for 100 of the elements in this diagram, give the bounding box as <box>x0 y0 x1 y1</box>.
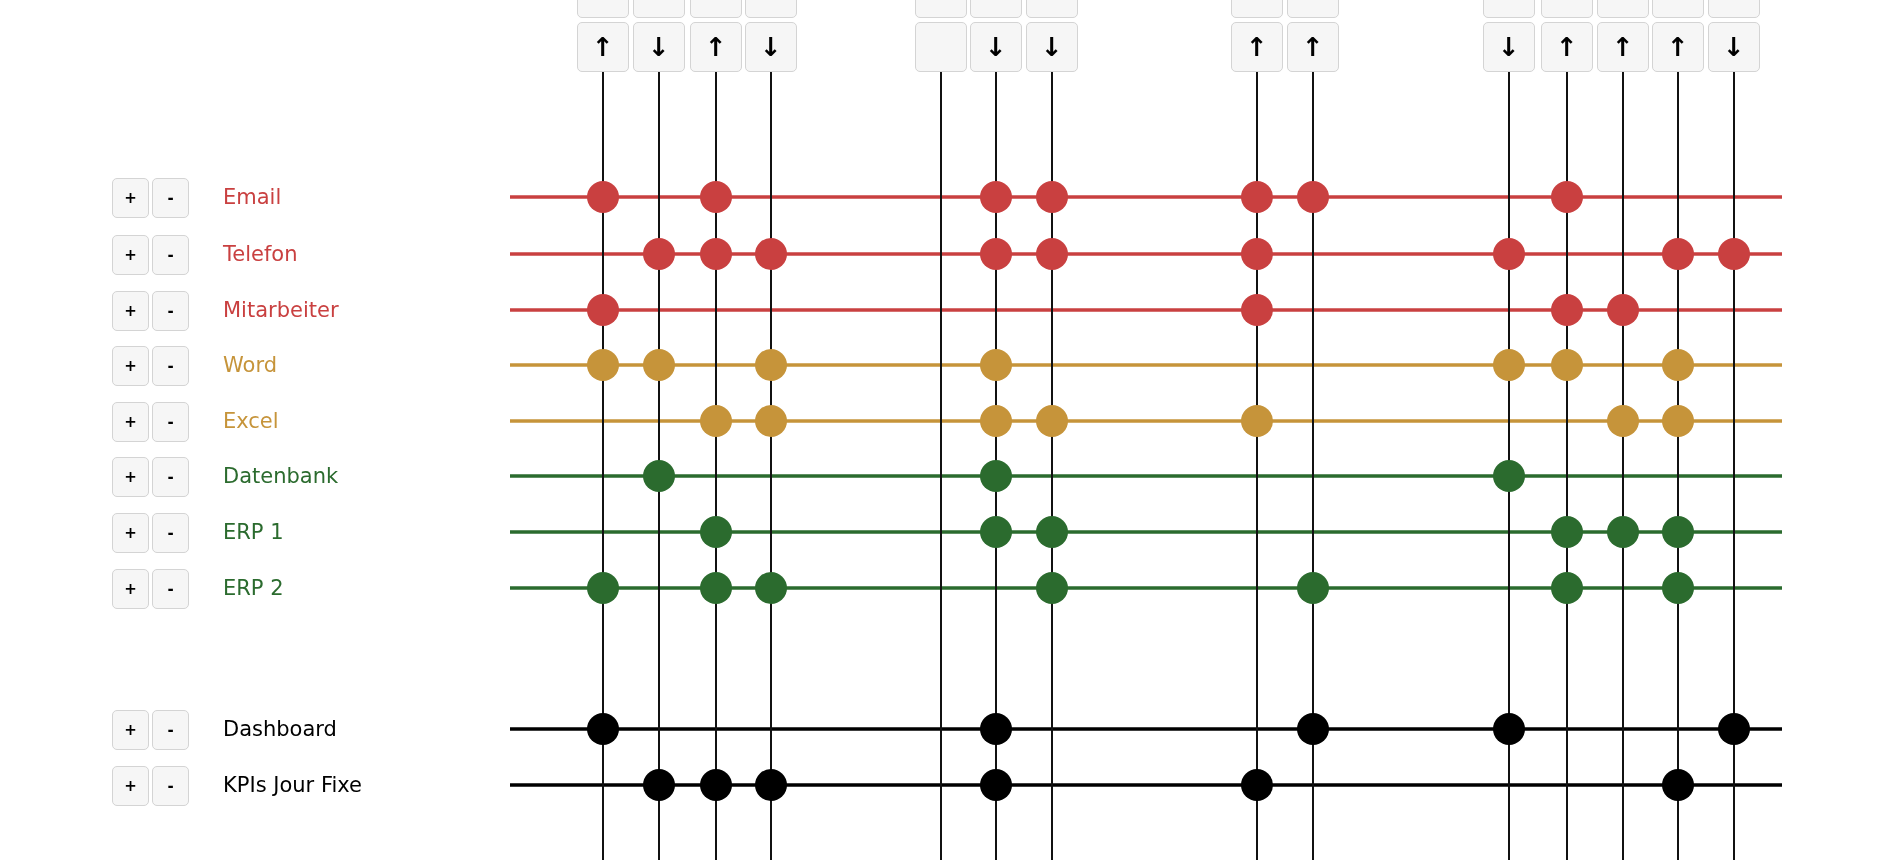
row-label: KPIs Jour Fixe <box>223 772 362 799</box>
header-button <box>633 0 685 18</box>
matrix-dot <box>980 769 1012 801</box>
row-label: Telefon <box>223 241 298 268</box>
column-sort-button: ↓ <box>1483 22 1535 72</box>
header-button <box>1597 0 1649 18</box>
matrix-dot <box>1297 713 1329 745</box>
header-button <box>1231 0 1283 18</box>
matrix-dot <box>1718 238 1750 270</box>
matrix-dot <box>1241 181 1273 213</box>
column-line <box>1622 71 1624 860</box>
header-button <box>970 0 1022 18</box>
matrix-dot <box>1036 572 1068 604</box>
column-sort-button: ↑ <box>1652 22 1704 72</box>
plus-button: + <box>112 710 149 750</box>
column-sort-button: ↓ <box>633 22 685 72</box>
matrix-dot <box>1607 516 1639 548</box>
matrix-dot <box>1551 349 1583 381</box>
matrix-dot <box>1297 572 1329 604</box>
matrix-dot <box>1241 405 1273 437</box>
matrix-dot <box>980 238 1012 270</box>
matrix-dot <box>587 572 619 604</box>
column-sort-button: ↓ <box>1026 22 1078 72</box>
row-label: Datenbank <box>223 463 339 490</box>
matrix-dot <box>1297 181 1329 213</box>
matrix-dot <box>1662 516 1694 548</box>
matrix-dot <box>700 572 732 604</box>
matrix-dot <box>1662 238 1694 270</box>
column-sort-button: ↓ <box>970 22 1022 72</box>
matrix-dot <box>1718 713 1750 745</box>
row-label: ERP 1 <box>223 519 284 546</box>
matrix-dot <box>1241 769 1273 801</box>
matrix-dot <box>755 769 787 801</box>
plus-button: + <box>112 457 149 497</box>
plus-button: + <box>112 402 149 442</box>
matrix-dot <box>755 405 787 437</box>
matrix-dot <box>980 405 1012 437</box>
matrix-dot <box>1551 572 1583 604</box>
matrix-dot <box>1241 294 1273 326</box>
column-sort-button: ↑ <box>1541 22 1593 72</box>
minus-button: - <box>152 569 189 609</box>
minus-button: - <box>152 235 189 275</box>
plus-button: + <box>112 235 149 275</box>
matrix-dot <box>1493 238 1525 270</box>
header-button <box>1708 0 1760 18</box>
column-sort-button: ↓ <box>745 22 797 72</box>
plus-button: + <box>112 513 149 553</box>
minus-button: - <box>152 457 189 497</box>
row-label: Dashboard <box>223 716 337 743</box>
matrix-dot <box>587 349 619 381</box>
matrix-dot <box>1493 349 1525 381</box>
matrix-dot <box>1662 405 1694 437</box>
minus-button: - <box>152 766 189 806</box>
matrix-dot <box>980 349 1012 381</box>
header-button <box>745 0 797 18</box>
header-button <box>1652 0 1704 18</box>
matrix-dot <box>643 769 675 801</box>
header-button <box>690 0 742 18</box>
header-button <box>1483 0 1535 18</box>
header-button <box>915 0 967 18</box>
column-sort-button: ↑ <box>1287 22 1339 72</box>
column-sort-button: ↑ <box>1231 22 1283 72</box>
plus-button: + <box>112 569 149 609</box>
minus-button: - <box>152 710 189 750</box>
minus-button: - <box>152 402 189 442</box>
row-label: ERP 2 <box>223 575 284 602</box>
minus-button: - <box>152 346 189 386</box>
matrix-dot <box>980 181 1012 213</box>
matrix-dot <box>1036 181 1068 213</box>
row-label: Word <box>223 352 277 379</box>
matrix-dot <box>587 713 619 745</box>
matrix-dot <box>1036 238 1068 270</box>
matrix-dot <box>755 572 787 604</box>
matrix-dot <box>1607 405 1639 437</box>
matrix-dot <box>755 349 787 381</box>
column-line <box>940 71 942 860</box>
matrix-dot <box>643 349 675 381</box>
matrix-dot <box>1662 349 1694 381</box>
matrix-dot <box>587 294 619 326</box>
matrix-dot <box>755 238 787 270</box>
matrix-dot <box>587 181 619 213</box>
row-label: Mitarbeiter <box>223 297 339 324</box>
row-label: Email <box>223 184 282 211</box>
matrix-dot <box>1036 516 1068 548</box>
matrix-dot <box>1662 572 1694 604</box>
plus-button: + <box>112 178 149 218</box>
matrix-dot <box>980 713 1012 745</box>
column-sort-button: ↑ <box>577 22 629 72</box>
column-line <box>1312 71 1314 860</box>
row-label: Excel <box>223 408 279 435</box>
minus-button: - <box>152 291 189 331</box>
matrix-dot <box>1551 516 1583 548</box>
header-button <box>1287 0 1339 18</box>
matrix-dot <box>1493 713 1525 745</box>
matrix-dot <box>1662 769 1694 801</box>
minus-button: - <box>152 178 189 218</box>
matrix-dot <box>1036 405 1068 437</box>
column-sort-button: ↑ <box>690 22 742 72</box>
matrix-dot <box>700 405 732 437</box>
column-sort-button <box>915 22 967 72</box>
